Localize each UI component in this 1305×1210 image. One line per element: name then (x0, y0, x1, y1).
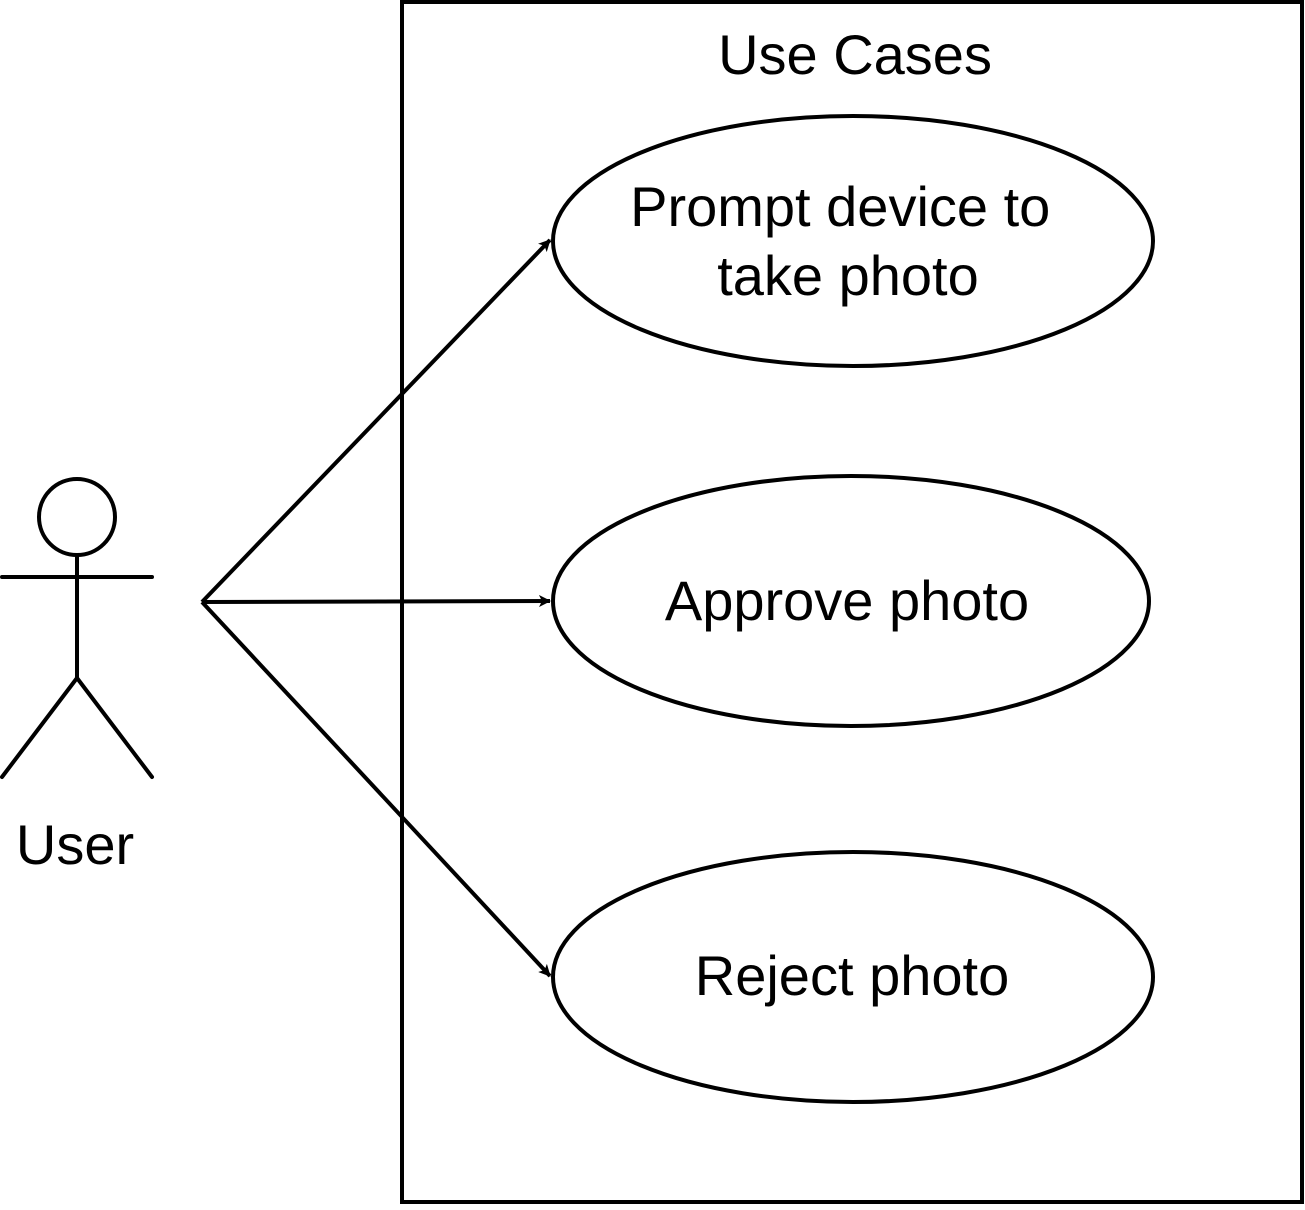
association-arrow-prompt (200, 238, 552, 604)
use-case-reject-photo-label: Reject photo (695, 944, 1009, 1007)
system-boundary-title: Use Cases (718, 23, 992, 86)
actor-user (0, 477, 154, 779)
use-case-approve-photo-label: Approve photo (665, 569, 1029, 632)
actor-left-leg (0, 676, 79, 779)
use-case-reject-photo (551, 850, 1155, 1104)
actor-label: User (16, 813, 134, 876)
use-case-approve-photo (551, 474, 1151, 728)
actor-right-leg (75, 676, 154, 779)
association-arrow-reject (200, 600, 552, 978)
association-arrow-approve (201, 595, 551, 608)
use-case-prompt-device-label: Prompt device to take photo (630, 175, 1066, 307)
actor-head (37, 477, 117, 557)
use-case-prompt-device (551, 114, 1155, 368)
